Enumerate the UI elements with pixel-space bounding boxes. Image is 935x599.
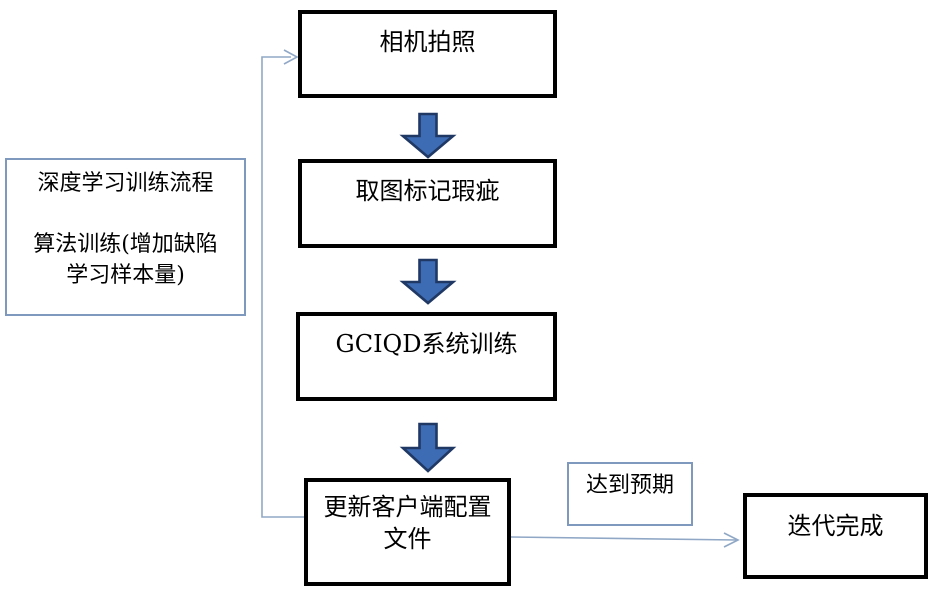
flow-step-gciqd-training: GCIQD系统训练 bbox=[296, 312, 557, 401]
down-arrow-icon bbox=[399, 112, 457, 159]
flow-step-camera: 相机拍照 bbox=[298, 10, 557, 98]
condition-label: 达到预期 bbox=[585, 473, 674, 498]
result-arrowhead-icon bbox=[723, 532, 740, 548]
flow-step-label: 相机拍照 bbox=[379, 28, 476, 56]
flow-result-iteration-done: 迭代完成 bbox=[743, 493, 928, 579]
flow-step-label: 取图标记瑕疵 bbox=[355, 177, 500, 205]
feedback-arrowhead-icon bbox=[283, 49, 299, 65]
side-note-line: 深度学习训练流程 bbox=[37, 171, 214, 196]
side-note-box: 深度学习训练流程 算法训练(增加缺陷 学习样本量) bbox=[5, 158, 246, 316]
flow-result-label: 迭代完成 bbox=[787, 512, 884, 540]
flow-step-label: 文件 bbox=[383, 525, 432, 554]
flow-step-label: GCIQD系统训练 bbox=[335, 330, 518, 358]
result-connector-line bbox=[510, 536, 738, 541]
flow-step-mark-defects: 取图标记瑕疵 bbox=[298, 159, 557, 248]
condition-label-box: 达到预期 bbox=[567, 462, 693, 526]
side-note-line: 学习样本量) bbox=[66, 262, 185, 288]
down-arrow-icon bbox=[399, 422, 457, 473]
side-note-line: 算法训练(增加缺陷 bbox=[33, 231, 218, 257]
flow-step-label: 更新客户端配置 bbox=[323, 493, 492, 521]
flow-step-update-config: 更新客户端配置 文件 bbox=[304, 478, 511, 586]
feedback-connector-line bbox=[261, 56, 304, 518]
down-arrow-icon bbox=[399, 258, 457, 305]
